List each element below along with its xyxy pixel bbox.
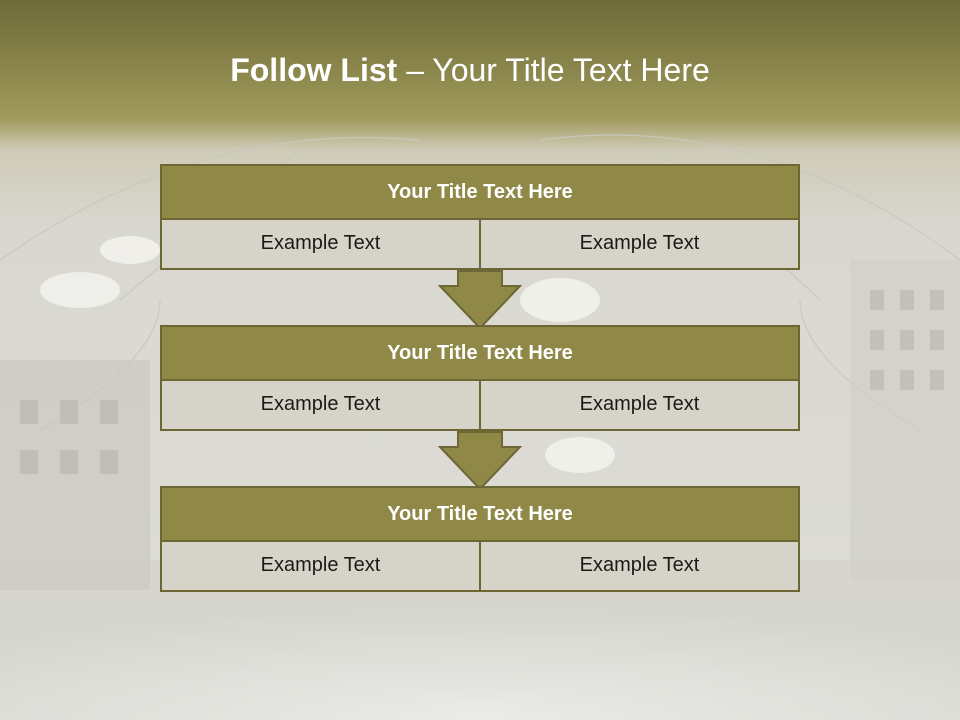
step-2-row: Example Text Example Text: [160, 381, 800, 431]
step-block-3: Your Title Text Here Example Text Exampl…: [160, 486, 800, 592]
step-block-2: Your Title Text Here Example Text Exampl…: [160, 325, 800, 431]
slide-title: Follow List – Your Title Text Here: [0, 52, 940, 89]
step-block-1: Your Title Text Here Example Text Exampl…: [160, 164, 800, 270]
title-rest: – Your Title Text Here: [397, 52, 710, 88]
step-1-title: Your Title Text Here: [160, 164, 800, 220]
step-3-title: Your Title Text Here: [160, 486, 800, 542]
step-3-row: Example Text Example Text: [160, 542, 800, 592]
step-1-row: Example Text Example Text: [160, 220, 800, 270]
step-3-left-text: Example Text: [162, 542, 479, 590]
title-bold: Follow List: [230, 52, 398, 88]
down-arrow-1: [438, 270, 522, 330]
step-2-right-text: Example Text: [479, 381, 798, 429]
step-1-right-text: Example Text: [479, 220, 798, 268]
step-1-left-text: Example Text: [162, 220, 479, 268]
down-arrow-2: [438, 431, 522, 491]
step-2-left-text: Example Text: [162, 381, 479, 429]
step-3-right-text: Example Text: [479, 542, 798, 590]
step-2-title: Your Title Text Here: [160, 325, 800, 381]
